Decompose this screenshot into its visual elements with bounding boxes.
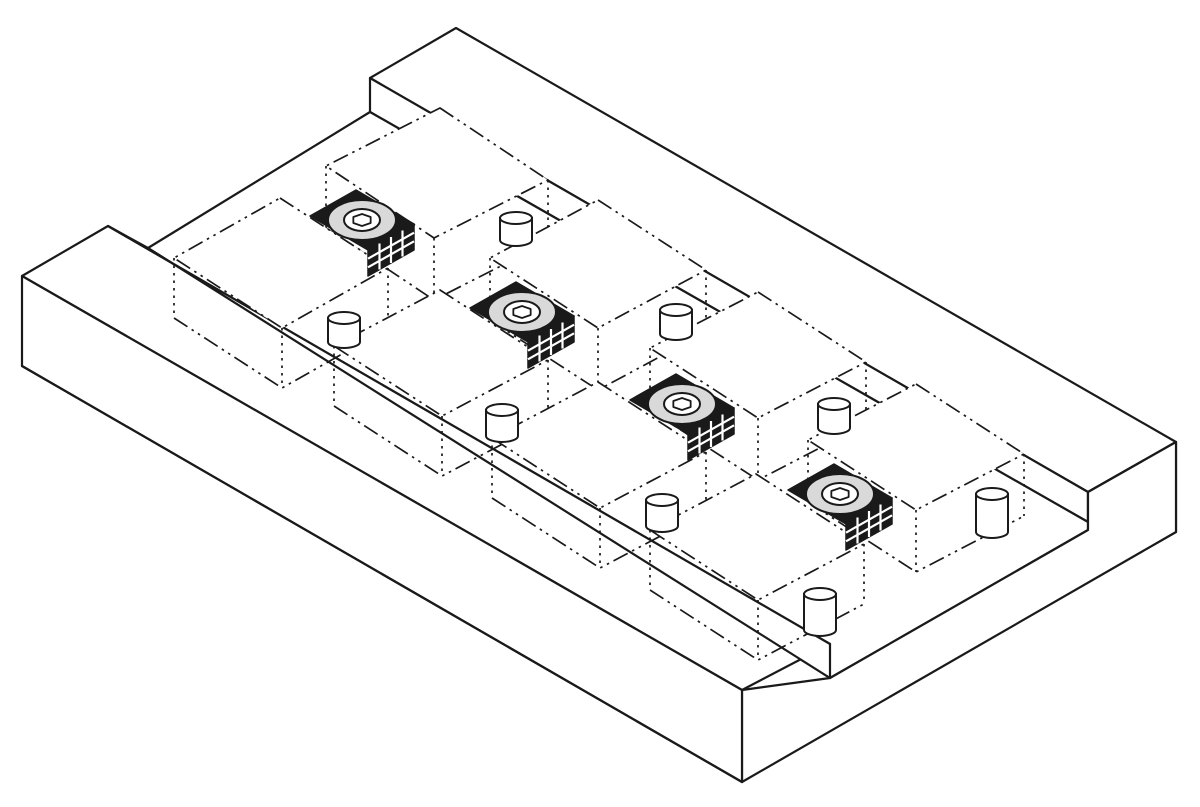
locating-pin-top — [817, 397, 851, 411]
nut-face-grid — [367, 231, 415, 260]
locating-pin-top — [327, 311, 361, 325]
locating-pin-body — [817, 403, 851, 435]
locating-pin-top — [499, 211, 533, 225]
phantom-block-top — [489, 199, 707, 329]
locating-pin — [803, 587, 837, 637]
phantom-block-top — [649, 291, 867, 419]
locating-pin — [659, 303, 693, 341]
nut-face-grid — [845, 514, 893, 543]
nut-face-grid — [527, 323, 575, 352]
locating-pin-top — [975, 487, 1009, 501]
locating-pin-body — [975, 493, 1009, 539]
nut-face-grid — [367, 240, 415, 269]
locating-pin — [975, 487, 1009, 539]
locating-pin-body — [485, 409, 519, 443]
hex-socket-nut-icon — [469, 281, 575, 369]
nut-face-grid — [687, 415, 735, 444]
locating-pin — [645, 493, 679, 533]
clamping-nuts — [309, 189, 893, 551]
nut-face-grid — [687, 424, 735, 453]
slab-front-face — [740, 440, 1178, 784]
nut-face-grid — [527, 332, 575, 361]
phantom-block-top — [173, 197, 389, 329]
locating-pin-top — [803, 587, 837, 601]
nut-hex-socket — [672, 397, 692, 411]
phantom-block-top — [491, 381, 707, 509]
locating-pin-body — [803, 593, 837, 637]
hex-socket-nut-icon — [787, 463, 893, 551]
locating-pin-top — [659, 303, 693, 317]
hex-socket-nut-icon — [309, 189, 415, 277]
nut-hex-socket — [352, 213, 372, 227]
locating-pin — [485, 403, 519, 443]
phantom-block-top — [807, 383, 1025, 511]
locating-pin-top — [485, 403, 519, 417]
left-rail-inner-face — [106, 224, 832, 680]
nut-hex-socket — [830, 487, 850, 501]
locating-pin — [327, 311, 361, 349]
locating-pin — [499, 211, 533, 247]
locating-pins — [327, 211, 1009, 637]
nut-hex-socket — [512, 305, 532, 319]
locating-pin — [817, 397, 851, 435]
phantom-block-top — [333, 289, 549, 417]
locating-pin-body — [327, 317, 361, 349]
locating-pin-body — [645, 499, 679, 533]
nut-face-grid — [845, 505, 893, 534]
locating-pin-top — [645, 493, 679, 507]
phantom-block-top — [649, 473, 865, 601]
slab-front-edge — [20, 364, 744, 784]
hex-socket-nut-icon — [629, 373, 735, 461]
locating-pin-body — [659, 309, 693, 341]
locating-pin-body — [499, 217, 533, 247]
